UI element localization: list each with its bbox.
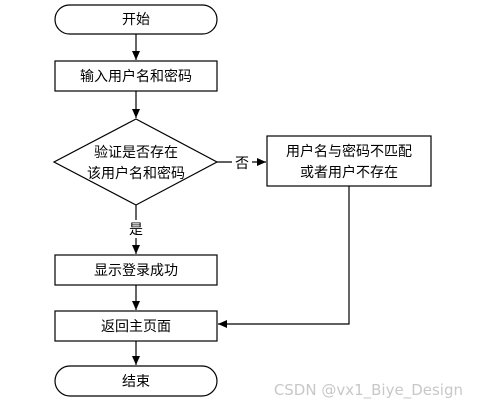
watermark: CSDN @vx1_Biye_Design	[274, 381, 463, 400]
edge-error-to-return	[218, 186, 350, 328]
decision-label-line2: 该用户名和密码	[87, 165, 185, 182]
input-label: 输入用户名和密码	[80, 68, 192, 85]
no-label: 否	[235, 156, 249, 172]
success-node: 显示登录成功	[54, 254, 218, 286]
error-node: 用户名与密码不匹配 或者用户不存在	[266, 135, 432, 187]
error-label-line1: 用户名与密码不匹配	[286, 143, 412, 160]
error-label-line2: 或者用户不存在	[300, 164, 398, 181]
decision-node: 验证是否存在 该用户名和密码	[52, 118, 219, 206]
start-label: 开始	[122, 12, 150, 28]
return-label: 返回主页面	[101, 319, 171, 335]
end-node: 结束	[54, 365, 218, 397]
end-label: 结束	[122, 374, 150, 390]
yes-label-bg	[125, 220, 147, 238]
success-label: 显示登录成功	[94, 263, 178, 279]
decision-label-line1: 验证是否存在	[94, 145, 178, 161]
no-label-bg	[232, 153, 252, 171]
input-node: 输入用户名和密码	[54, 60, 218, 92]
start-node: 开始	[54, 4, 218, 35]
yes-label: 是	[129, 222, 143, 238]
return-node: 返回主页面	[54, 310, 218, 342]
